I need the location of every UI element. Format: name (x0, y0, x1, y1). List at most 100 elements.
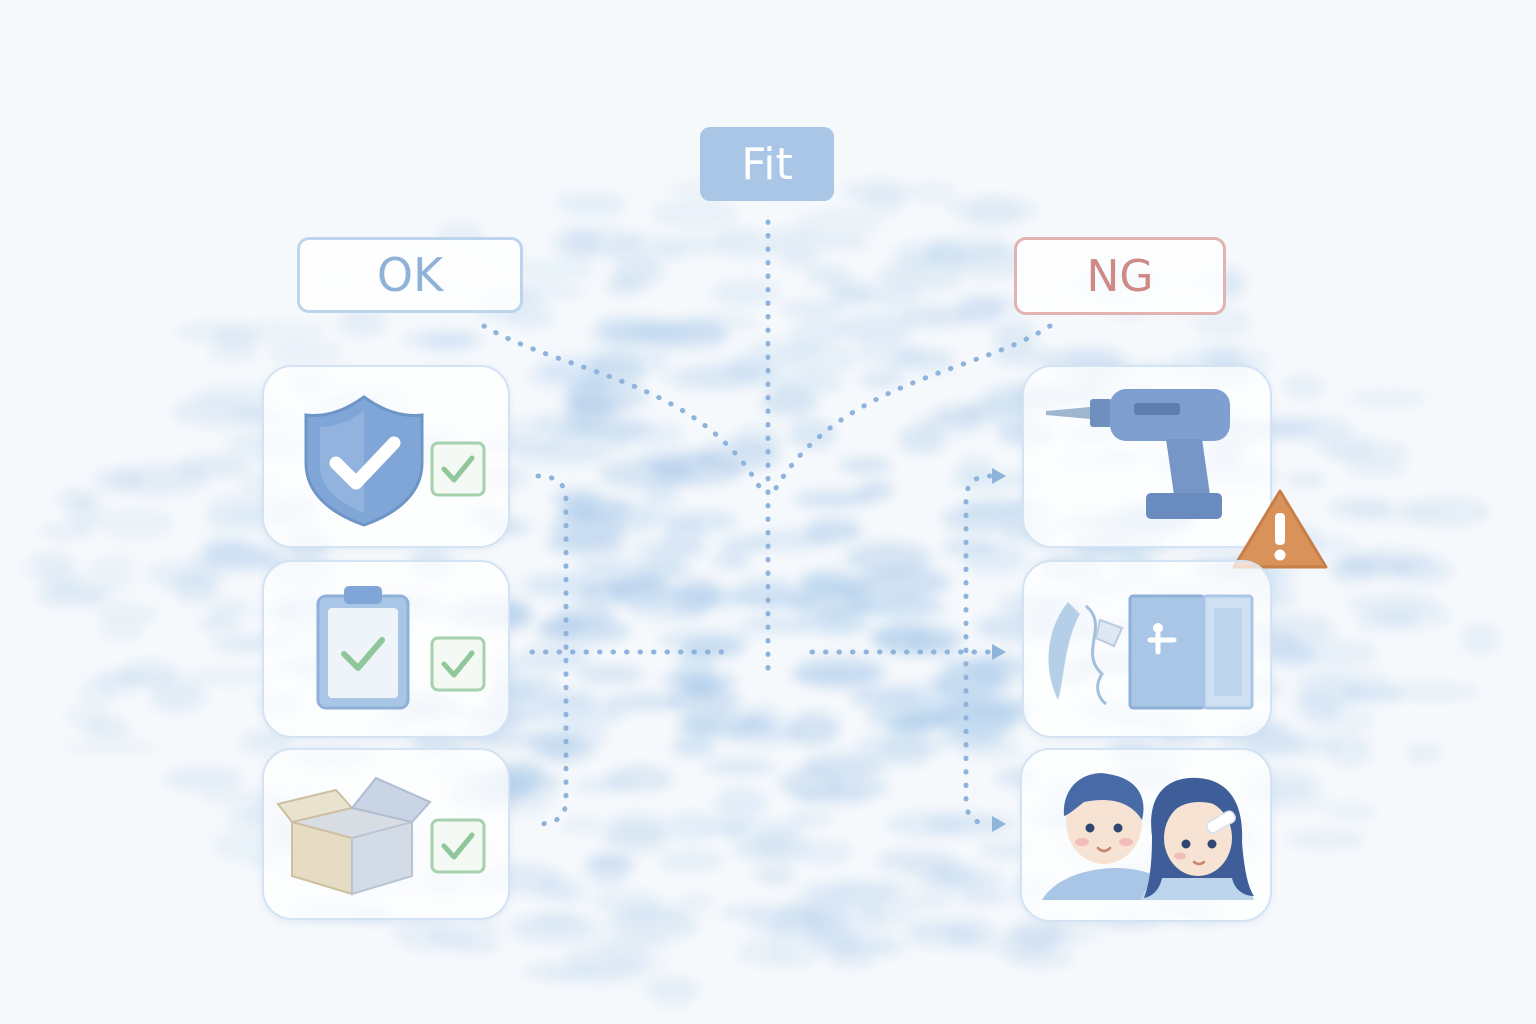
ok-card-clipboard (262, 560, 510, 738)
ng-card-door (1022, 560, 1272, 738)
watercolor-blot (714, 228, 764, 246)
watercolor-blot (1243, 734, 1340, 755)
watercolor-blot (1379, 605, 1454, 630)
watercolor-blot (576, 664, 644, 684)
watercolor-blot (1325, 734, 1373, 766)
ng-card-couple (1020, 748, 1272, 922)
watercolor-blot (553, 227, 602, 261)
watercolor-blot (657, 851, 724, 872)
watercolor-blot (1405, 743, 1442, 764)
watercolor-blot (116, 660, 180, 686)
watercolor-blot (662, 522, 705, 551)
ng-card-drill (1022, 365, 1272, 548)
watercolor-blot (793, 491, 873, 508)
watercolor-blot (601, 324, 687, 345)
watercolor-blot (1283, 374, 1324, 398)
watercolor-blot (671, 736, 717, 757)
watercolor-blot (891, 349, 957, 365)
watercolor-blot (738, 615, 813, 634)
power-drill-icon (1046, 389, 1230, 519)
watercolor-blot (835, 313, 914, 344)
ok-label: OK (297, 237, 523, 313)
watercolor-blot (901, 304, 972, 329)
watercolor-blot (241, 730, 293, 754)
watercolor-blot (1286, 473, 1325, 487)
watercolor-blot (957, 888, 1009, 905)
watercolor-blot (606, 812, 671, 840)
watercolor-blot (913, 181, 957, 205)
watercolor-blot (650, 197, 739, 230)
watercolor-blot (604, 693, 682, 711)
watercolor-blot (225, 807, 272, 829)
watercolor-blot (176, 455, 252, 479)
watercolor-blot (660, 671, 738, 690)
watercolor-blot (35, 583, 108, 607)
watercolor-blot (875, 850, 959, 872)
watercolor-blot (806, 266, 851, 286)
watercolor-blot (501, 261, 596, 278)
arrow-head-bottom (992, 816, 1006, 832)
watercolor-blot (573, 778, 635, 793)
watercolor-blot (825, 280, 882, 305)
watercolor-blot (452, 922, 504, 940)
watercolor-blot (770, 947, 815, 969)
watercolor-blot (208, 599, 252, 618)
watercolor-blot (703, 759, 776, 774)
watercolor-blot (99, 507, 175, 541)
watercolor-blot (855, 734, 945, 758)
watercolor-blot (827, 953, 875, 969)
watercolor-blot (1285, 830, 1367, 849)
watercolor-blot (714, 786, 767, 820)
watercolor-blot (564, 399, 613, 428)
watercolor-blot (529, 701, 626, 726)
broken-door-icon (1048, 594, 1254, 710)
watercolor-blot (988, 936, 1059, 958)
watercolor-blot (576, 557, 640, 576)
watercolor-blot (789, 588, 873, 620)
watercolor-blot (1289, 639, 1379, 667)
watercolor-blot (555, 603, 616, 630)
watercolor-blot (64, 702, 110, 731)
watercolor-blot (175, 323, 244, 342)
watercolor-blot (677, 893, 714, 912)
watercolor-blot (793, 789, 872, 805)
watercolor-blot (561, 818, 605, 833)
fit-label: Fit (700, 127, 834, 201)
couple-with-bandage-icon (1042, 773, 1254, 900)
watercolor-blot (874, 622, 964, 657)
watercolor-blot (949, 196, 1038, 222)
watercolor-blot (852, 595, 948, 621)
watercolor-blot (533, 914, 579, 931)
watercolor-blot (238, 320, 327, 342)
watercolor-blot (804, 518, 863, 543)
watercolor-blot (909, 889, 953, 910)
watercolor-blot (904, 919, 961, 934)
watercolor-blot (267, 340, 343, 366)
ng-to-center-line (773, 323, 1053, 491)
watercolor-blot (799, 569, 861, 595)
watercolor-blot (78, 678, 118, 706)
watercolor-blot (572, 375, 610, 393)
watercolor-blot (1345, 459, 1407, 476)
watercolor-blot (763, 372, 843, 395)
watercolor-blot (860, 892, 916, 926)
check-icon (430, 636, 486, 692)
watercolor-blot (845, 542, 932, 576)
ng-label: NG (1014, 237, 1226, 315)
watercolor-blot (677, 711, 769, 736)
watercolor-blot (422, 330, 476, 355)
watercolor-blot (962, 543, 1028, 575)
watercolor-blot (875, 283, 919, 312)
watercolor-blot (794, 208, 880, 239)
watercolor-blot (960, 296, 1003, 323)
watercolor-blot (788, 419, 836, 450)
watercolor-blot (587, 853, 631, 887)
watercolor-blot (1328, 442, 1411, 462)
watercolor-blot (826, 923, 897, 957)
watercolor-blot (147, 560, 226, 590)
watercolor-blot (96, 603, 158, 627)
open-box-icon (276, 776, 432, 896)
ok-card-shield (262, 365, 510, 548)
watercolor-blot (803, 753, 887, 778)
watercolor-blot (185, 668, 278, 685)
